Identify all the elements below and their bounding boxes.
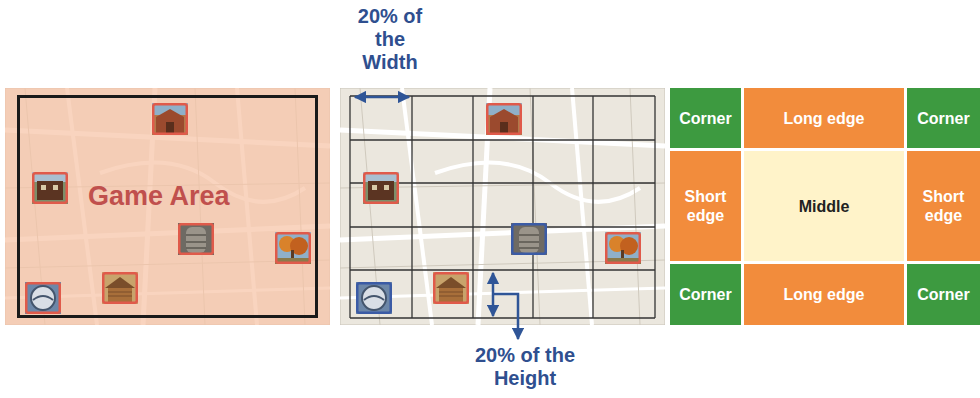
- zone-cell: Corner: [907, 88, 980, 148]
- zone-cell: Long edge: [744, 88, 904, 148]
- map-panel: [340, 88, 665, 325]
- zone-name: Corner: [679, 285, 731, 304]
- zone-cell: Corner: [907, 264, 980, 325]
- zone-cell: Short edge: [670, 151, 741, 261]
- photo-icon: [178, 223, 214, 255]
- grid-lines: [350, 96, 655, 318]
- map-roads: [340, 88, 665, 325]
- map-ground: [340, 88, 665, 325]
- area-title: Game Area: [88, 181, 230, 212]
- photo-icon: [25, 282, 61, 314]
- photo-icon: [605, 232, 641, 264]
- photo-icon: [275, 232, 311, 264]
- zone-name: Short edge: [674, 187, 737, 225]
- zone-cell: Middle: [744, 151, 904, 261]
- photo-icon: [486, 103, 522, 135]
- photo-icon: [356, 282, 392, 314]
- zone-cell: Corner: [670, 264, 741, 325]
- zone-name: Long edge: [784, 109, 865, 128]
- zone-cell: Corner: [670, 88, 741, 148]
- zone-name: Corner: [917, 285, 969, 304]
- zone-cell: Long edge: [744, 264, 904, 325]
- zone-name: Short edge: [911, 187, 976, 225]
- zone-name: Corner: [679, 109, 731, 128]
- photo-icon: [363, 172, 399, 204]
- game-area-region: Game Area: [17, 95, 318, 318]
- photo-icon: [102, 272, 138, 304]
- measure-label: 20% of the Width: [345, 5, 435, 74]
- leader-line: [493, 294, 518, 339]
- photo-icon: [511, 223, 547, 255]
- zone-name: Middle: [799, 197, 850, 216]
- map-roads: [5, 88, 330, 325]
- photo-icon: [433, 272, 469, 304]
- photo-icon: [152, 103, 188, 135]
- map-panel: [5, 88, 330, 325]
- zone-cell: Short edge: [907, 151, 980, 261]
- area-tint: [5, 88, 330, 325]
- map-ground: [5, 88, 330, 325]
- measure-label: 20% of the Height: [455, 344, 595, 390]
- zone-name: Long edge: [784, 285, 865, 304]
- width-arrow: [355, 96, 409, 99]
- zone-name: Corner: [917, 109, 969, 128]
- photo-icon: [32, 172, 68, 204]
